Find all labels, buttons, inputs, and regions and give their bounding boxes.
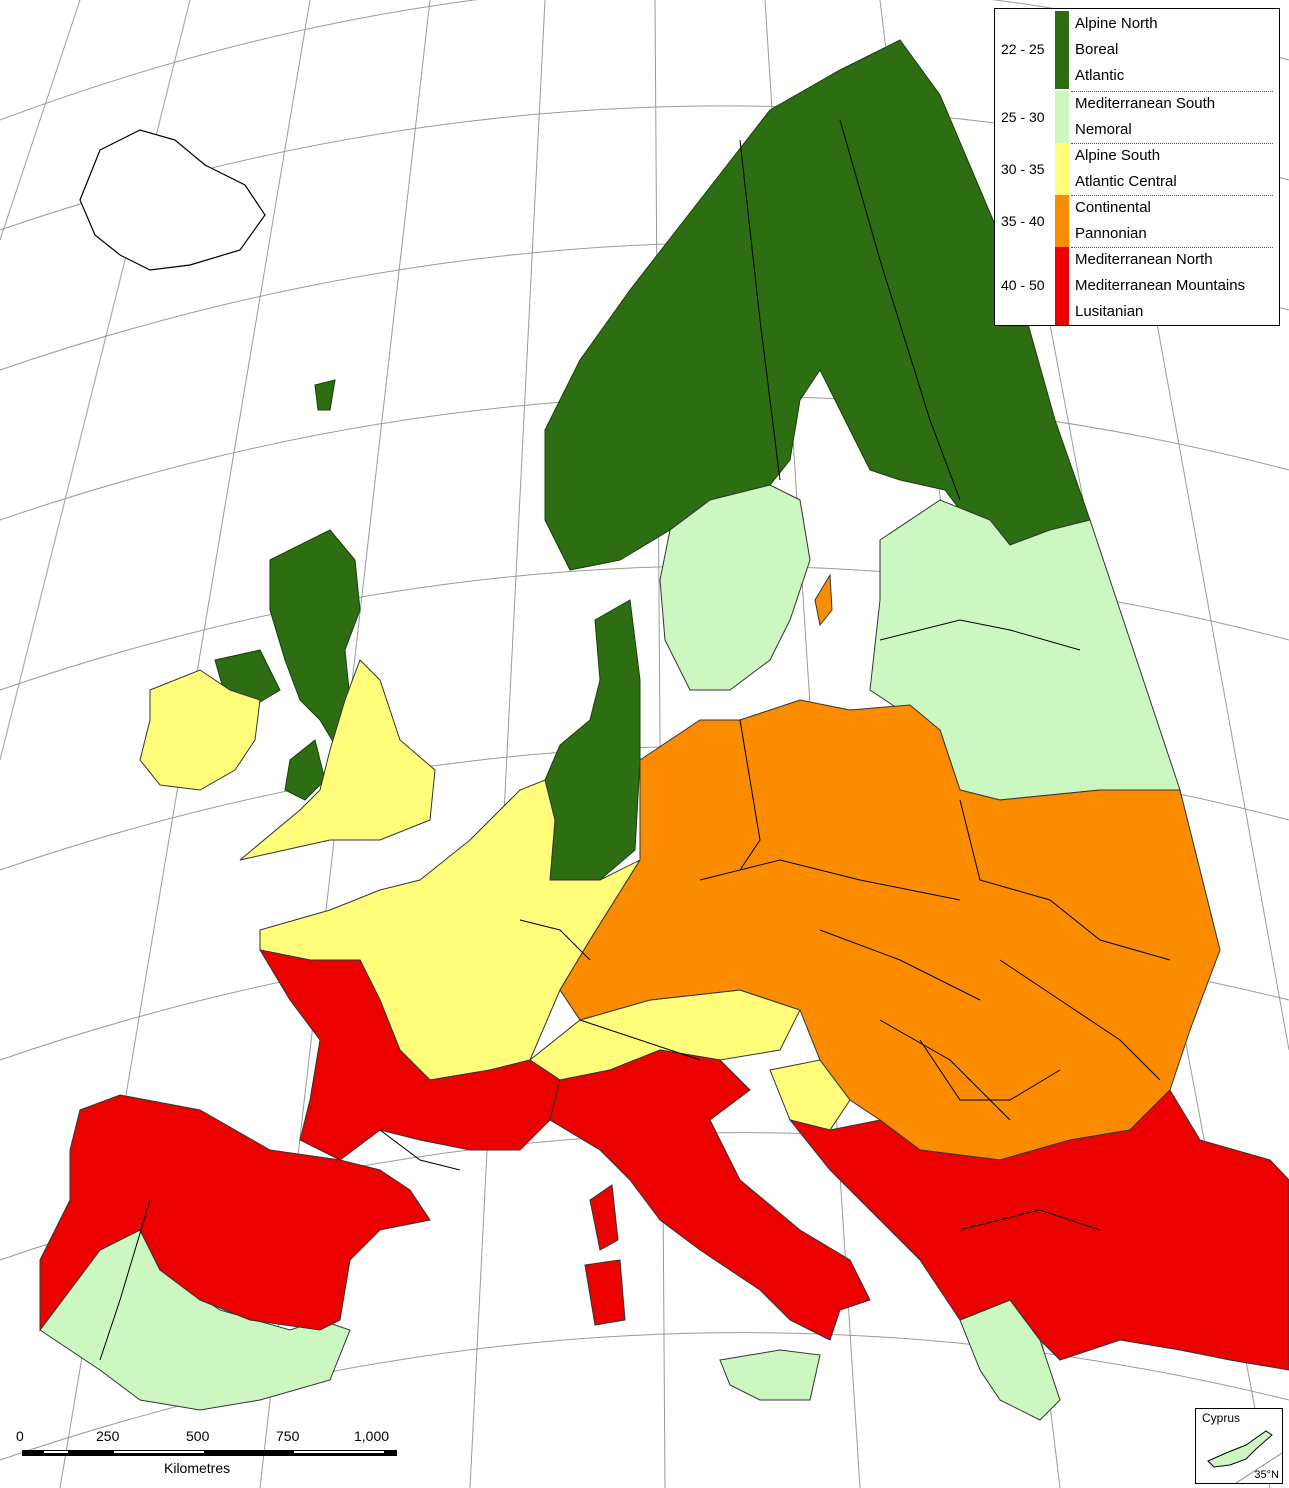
legend-range: 22 - 25 [1001,41,1045,57]
denmark-germany-green [544,599,641,896]
balkan-yellow [769,1059,851,1131]
sicily-lightgreen [719,1349,821,1401]
legend-zone: Atlantic [1075,67,1125,84]
legend-zone: Lusitanian [1075,303,1144,320]
scale-bar-graphic [22,1450,397,1456]
legend-zone: Pannonian [1075,225,1147,242]
sardinia-corsica-red [584,1184,626,1326]
zone-40-50 [39,949,1289,1371]
legend-swatch [1055,91,1069,143]
legend-swatch [1055,195,1069,247]
legend-group-25-30: 25 - 30 Mediterranean South Nemoral [995,91,1279,143]
legend-zone: Continental [1075,199,1151,216]
legend-group-30-35: 30 - 35 Alpine South Atlantic Central [995,143,1279,195]
legend-zone: Mediterranean South [1075,95,1216,112]
legend-zone: Mediterranean North [1075,251,1213,268]
inset-title: Cyprus [1202,1411,1241,1425]
legend-zone: Boreal [1075,41,1119,58]
scale-tick-label: 500 [186,1428,210,1444]
balkans-red [788,1089,1289,1371]
scale-tick-label: 250 [96,1428,120,1444]
legend-swatch [1055,143,1069,195]
scale-segment [114,1451,204,1453]
legend-separator [1071,195,1273,196]
legend-separator [1071,91,1273,92]
scale-bar: 0 250 500 750 1,000 Kilometres [14,1428,414,1488]
zone-25-30 [39,484,1181,1421]
iceland-outline [79,129,266,271]
ireland-yellow [139,669,261,791]
legend-swatch [1055,11,1069,89]
legend: 22 - 25 Alpine North Boreal Atlantic 25 … [994,8,1280,326]
legend-swatch [1055,247,1069,325]
country-borders [99,119,1171,1361]
italy-red [549,1049,871,1341]
legend-zone: Alpine North [1075,15,1158,32]
scale-segment [44,1451,68,1453]
scale-unit: Kilometres [164,1460,231,1476]
france-south-red [258,949,561,1161]
legend-zone: Alpine South [1075,147,1161,164]
cyprus-inset: Cyprus 35°N [1195,1408,1283,1484]
gotland-orange [814,573,833,627]
legend-zone: Mediterranean Mountains [1075,277,1246,294]
iberia-red [39,1094,431,1332]
scale-tick-label: 1,000 [354,1428,390,1444]
legend-separator [1071,143,1273,144]
wales-green [284,739,326,801]
scale-tick-label: 0 [16,1428,24,1444]
legend-separator [1071,247,1273,248]
scale-segment [294,1451,384,1453]
legend-zone: Nemoral [1075,121,1132,138]
legend-range: 25 - 30 [1001,109,1045,125]
legend-group-22-25: 22 - 25 Alpine North Boreal Atlantic [995,11,1279,89]
legend-group-40-50: 40 - 50 Mediterranean North Mediterranea… [995,247,1279,325]
sweden-south-lightgreen [659,484,811,691]
cyprus-shape [1207,1430,1282,1483]
scale-tick-label: 750 [276,1428,300,1444]
legend-range: 40 - 50 [1001,277,1045,293]
england-yellow [239,659,436,861]
norway-islands [314,379,336,411]
legend-group-35-40: 35 - 40 Continental Pannonian [995,195,1279,247]
legend-range: 35 - 40 [1001,213,1045,229]
inset-latitude: 35°N [1254,1469,1279,1481]
legend-zone: Atlantic Central [1075,173,1177,190]
legend-range: 30 - 35 [1001,161,1045,177]
